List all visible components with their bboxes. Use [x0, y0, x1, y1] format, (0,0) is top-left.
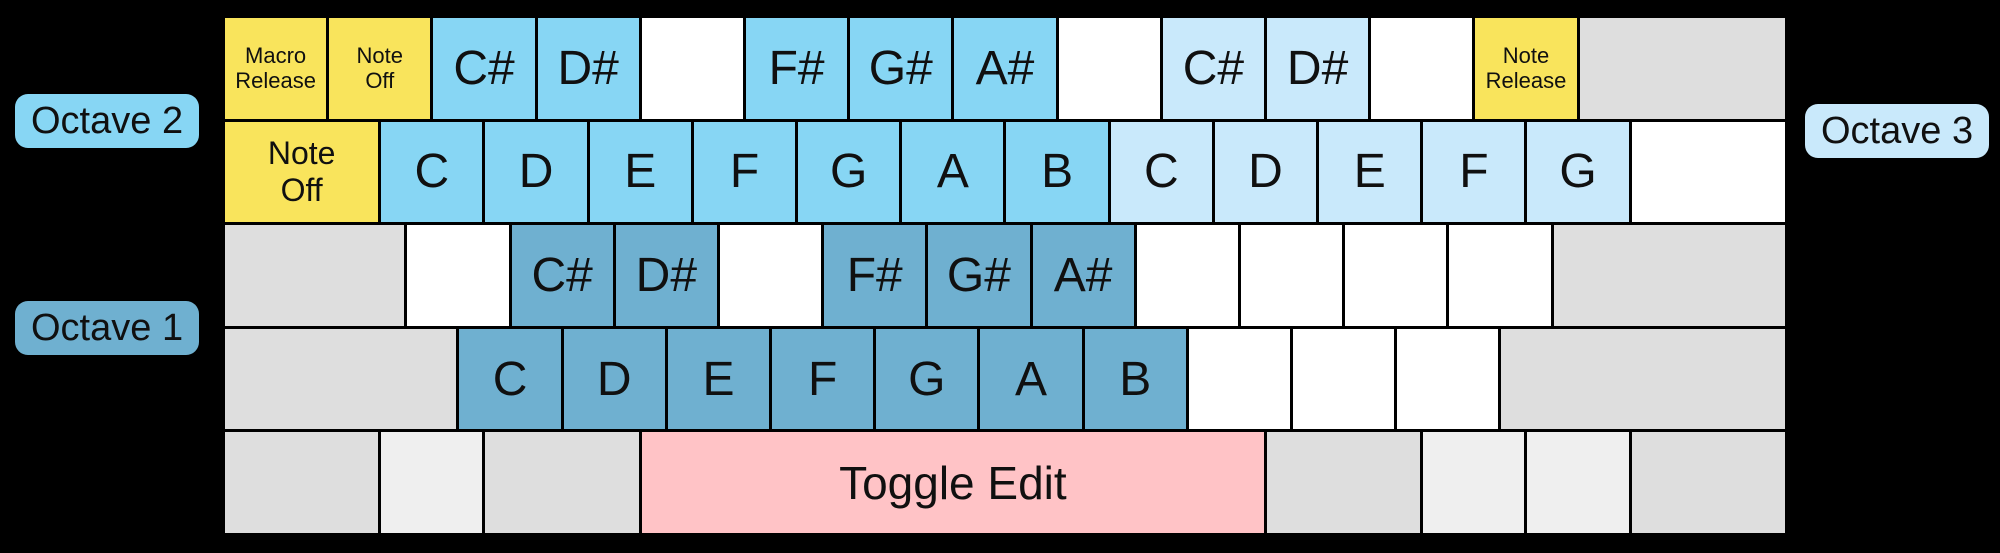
key-unmapped	[1397, 328, 1499, 430]
key-oct1-e: E	[667, 328, 770, 430]
key-unmapped	[1631, 121, 1785, 223]
key-unused	[225, 328, 457, 430]
key-oct2-d-sharp: D#	[537, 18, 639, 119]
key-unmapped	[1240, 225, 1343, 326]
key-note-release: Note Release	[1475, 18, 1577, 119]
key-oct3-f: F	[1423, 121, 1525, 223]
key-oct2-f-sharp: F#	[745, 18, 848, 119]
key-unused	[1266, 432, 1421, 533]
key-oct3-g: G	[1527, 121, 1629, 223]
key-note-off: Note Off	[329, 18, 431, 119]
key-unused	[485, 432, 639, 533]
key-unused	[1423, 432, 1525, 533]
key-oct1-g-sharp: G#	[928, 225, 1030, 326]
key-oct3-d-sharp: D#	[1266, 18, 1369, 119]
key-oct1-d-sharp: D#	[615, 225, 717, 326]
key-unmapped	[407, 225, 509, 326]
key-oct1-d: D	[563, 328, 665, 430]
key-oct1-c-sharp: C#	[511, 225, 613, 326]
key-oct2-f: F	[693, 121, 796, 223]
key-oct2-b: B	[1006, 121, 1108, 223]
key-oct3-c-sharp: C#	[1162, 18, 1264, 119]
key-unmapped	[641, 18, 743, 119]
key-oct1-c: C	[459, 328, 561, 430]
key-oct2-d: D	[485, 121, 587, 223]
key-unused	[1553, 225, 1785, 326]
key-unmapped	[1058, 18, 1160, 119]
key-oct3-d: D	[1214, 121, 1317, 223]
key-unmapped	[1345, 225, 1447, 326]
key-unmapped	[1371, 18, 1473, 119]
key-unused	[225, 432, 379, 533]
key-oct3-c: C	[1110, 121, 1212, 223]
key-unmapped	[1293, 328, 1395, 430]
key-unused	[381, 432, 483, 533]
key-unused	[225, 225, 405, 326]
key-oct2-g-sharp: G#	[850, 18, 952, 119]
key-oct2-a: A	[902, 121, 1004, 223]
key-unused	[1579, 18, 1785, 119]
key-oct2-c-sharp: C#	[433, 18, 535, 119]
key-oct3-e: E	[1319, 121, 1421, 223]
key-oct2-c: C	[381, 121, 483, 223]
key-unmapped	[1449, 225, 1551, 326]
key-macro-release: Macro Release	[225, 18, 327, 119]
key-unmapped	[1188, 328, 1291, 430]
key-oct2-g: G	[798, 121, 900, 223]
key-oct1-b: B	[1084, 328, 1186, 430]
octave-2-label: Octave 2	[15, 94, 200, 148]
key-note-off-tab: Note Off	[225, 121, 379, 223]
key-oct1-a: A	[980, 328, 1082, 430]
key-oct1-f-sharp: F#	[824, 225, 926, 326]
key-unused	[1501, 328, 1785, 430]
key-unmapped	[719, 225, 822, 326]
key-unmapped	[1136, 225, 1238, 326]
octave-3-label: Octave 3	[1805, 104, 1990, 158]
key-unused	[1631, 432, 1785, 533]
key-unused	[1527, 432, 1629, 533]
key-oct1-a-sharp: A#	[1032, 225, 1134, 326]
octave-1-label: Octave 1	[15, 301, 200, 355]
key-oct2-e: E	[589, 121, 691, 223]
key-oct2-a-sharp: A#	[954, 18, 1056, 119]
key-oct1-f: F	[772, 328, 874, 430]
key-toggle-edit: Toggle Edit	[641, 432, 1264, 533]
key-oct1-g: G	[876, 328, 978, 430]
